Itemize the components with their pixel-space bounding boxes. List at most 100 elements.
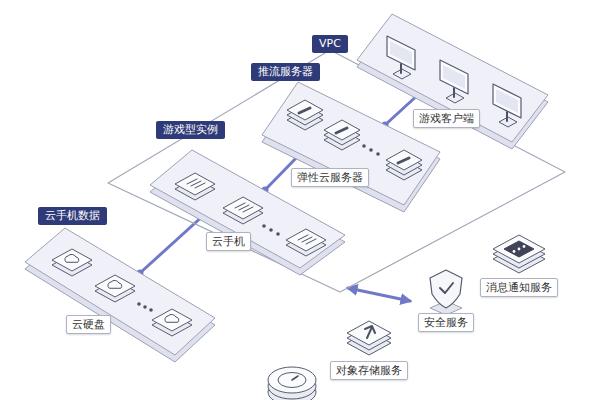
panel-top	[262, 82, 440, 205]
shape-group	[150, 150, 345, 275]
item-label: 安全服务	[418, 313, 474, 332]
item-label: 云手机	[206, 232, 251, 251]
ellipsis-dot	[362, 144, 366, 148]
inst-icon	[175, 173, 215, 200]
icon-layer	[493, 240, 545, 268]
check-mark	[440, 283, 453, 293]
shape-group	[430, 270, 462, 315]
gauge-layer	[268, 367, 316, 393]
message-screen	[504, 241, 534, 257]
shield-icon	[430, 270, 462, 315]
message-dot	[518, 248, 521, 251]
panel-group: 云手机数据云硬盘	[25, 228, 215, 363]
shape-group	[357, 14, 548, 149]
service-node: 安全服务	[410, 266, 482, 334]
panel-shape	[262, 82, 440, 213]
item-label: 游戏客户端	[413, 109, 480, 128]
upload-arrow	[365, 326, 375, 338]
ellipsis-dot	[137, 302, 141, 306]
monitor-glass	[390, 41, 412, 65]
message-dot	[523, 245, 526, 248]
item-label: 对象存储服务	[330, 361, 408, 380]
shape-group	[493, 235, 545, 273]
monitor-stand	[506, 112, 508, 121]
monitor-stand	[453, 88, 455, 97]
cloud-symbol	[65, 254, 79, 262]
server-slot	[398, 158, 409, 163]
icon-layer	[324, 120, 360, 140]
connector	[140, 214, 205, 273]
monitor-screen	[493, 84, 521, 118]
panel-top	[150, 150, 345, 268]
monitor-icon	[493, 84, 521, 127]
ellipsis-dot	[262, 224, 266, 228]
monitor-icon	[440, 60, 468, 103]
service-node: 消息通知服务	[476, 224, 562, 296]
icon-layer	[347, 321, 391, 345]
item-label: 消息通知服务	[480, 278, 558, 297]
icon-layer	[95, 275, 135, 297]
group-tag: 云手机数据	[38, 207, 107, 225]
instance-lines	[298, 235, 316, 244]
panel-group: 游戏客户端	[357, 14, 548, 150]
server-icon	[287, 100, 323, 130]
disk-icon	[152, 309, 192, 336]
inst-icon	[286, 229, 326, 256]
connector	[348, 288, 410, 301]
ellipsis-dot	[276, 232, 280, 236]
group-tag: 推流服务器	[251, 63, 320, 81]
group-tag: 游戏型实例	[156, 121, 225, 139]
msgbox-icon	[493, 235, 545, 273]
icon-layer	[175, 173, 215, 195]
item-label: 弹性云服务器	[291, 168, 369, 187]
panel-top	[357, 14, 548, 142]
panel-shape	[25, 228, 215, 363]
server-slot	[336, 128, 347, 133]
icon-layer	[286, 229, 326, 251]
message-dot	[513, 250, 516, 253]
gauge-needle	[292, 376, 298, 380]
group-tag: VPC	[312, 35, 348, 53]
storage-gauge-icon	[268, 367, 316, 400]
item-label: 云硬盘	[66, 315, 111, 334]
icon-layer	[493, 235, 545, 263]
shield-shape	[430, 270, 462, 308]
icon-layer	[386, 150, 422, 170]
vpc-plane	[108, 50, 565, 292]
shape-group	[108, 50, 565, 292]
monitor-glass	[496, 89, 518, 113]
icon-layer	[287, 100, 323, 120]
server-slot	[299, 108, 310, 113]
instance-lines	[235, 203, 253, 212]
monitor-screen	[440, 60, 468, 94]
panel-group: 推流服务器弹性云服务器	[262, 82, 440, 213]
gauge-dial	[278, 373, 306, 388]
monitor-screen	[387, 36, 415, 70]
ellipsis-dot	[369, 148, 373, 152]
icon-layer	[223, 197, 263, 219]
shape-group	[25, 228, 215, 362]
shape-group	[262, 82, 440, 212]
ellipsis-dot	[269, 228, 273, 232]
disk-icon	[95, 275, 135, 302]
icon-layer	[152, 309, 192, 331]
inst-icon	[223, 197, 263, 224]
server-icon	[324, 120, 360, 150]
ellipsis-dot	[143, 305, 147, 309]
server-icon	[386, 150, 422, 180]
ellipsis-dot	[149, 308, 153, 312]
ellipsis-dot	[376, 152, 380, 156]
disk-icon	[52, 249, 92, 276]
shape-group	[347, 321, 391, 355]
monitor-icon	[387, 36, 415, 79]
instance-lines	[187, 179, 205, 188]
cloud-symbol	[108, 280, 122, 288]
monitor-stand	[400, 64, 402, 73]
monitor-glass	[443, 65, 465, 89]
service-node: 对象存储服务	[326, 310, 412, 382]
panel-shape	[357, 14, 548, 150]
panel-top	[25, 228, 215, 355]
